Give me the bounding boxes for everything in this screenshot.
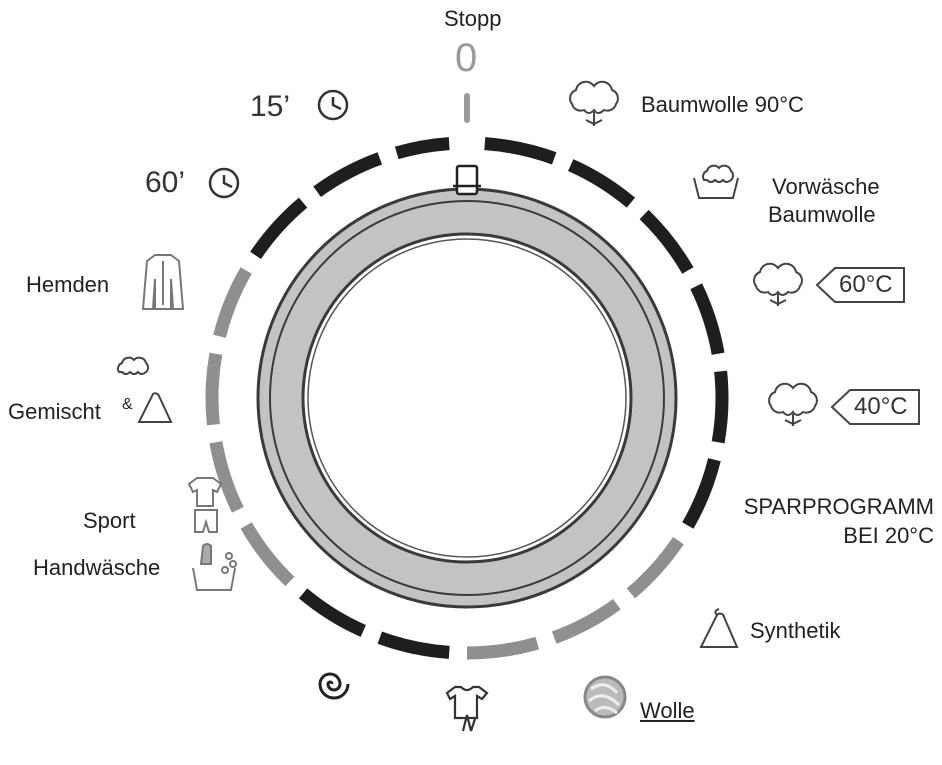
dial-segment[interactable]	[205, 352, 223, 426]
program-quick-60[interactable]: 60’	[145, 166, 186, 199]
prewash-cotton-icon	[693, 164, 739, 199]
dial-segment[interactable]	[626, 536, 684, 599]
spin-icon	[318, 672, 350, 700]
dial-inner-face[interactable]	[301, 232, 633, 564]
cotton-icon	[753, 262, 803, 306]
cotton-icon	[569, 80, 619, 126]
dial-segment[interactable]	[466, 636, 540, 660]
mixed-ampersand: &	[122, 396, 133, 413]
program-shirts[interactable]: Hemden	[26, 272, 110, 297]
program-cotton-90[interactable]: Baumwolle 90°C	[641, 92, 804, 117]
dial-pointer	[453, 164, 481, 196]
program-quick-15[interactable]: 15’	[250, 90, 291, 123]
rinse-icon	[445, 685, 489, 732]
dial-segment[interactable]	[250, 197, 308, 260]
stop-value: 0	[455, 36, 478, 80]
dial-segment[interactable]	[209, 441, 244, 513]
dial-segment[interactable]	[240, 522, 295, 587]
clock-icon	[208, 167, 240, 199]
program-eco-line1[interactable]: SPARPROGRAMM	[743, 494, 934, 519]
program-mixed[interactable]: Gemischt	[8, 399, 101, 424]
synthetic-icon	[699, 608, 739, 648]
dial-segment[interactable]	[484, 137, 557, 165]
shirt-icon	[141, 254, 185, 310]
mixed-icon	[116, 356, 173, 423]
program-synthetic[interactable]: Synthetik	[750, 618, 841, 643]
stop-label: Stopp	[444, 6, 502, 31]
cotton-icon	[768, 382, 818, 426]
sport-icon	[187, 477, 223, 533]
dial-segment[interactable]	[639, 209, 694, 274]
dial-segment[interactable]	[682, 458, 721, 529]
program-prewash-line2[interactable]: Baumwolle	[768, 202, 876, 227]
dial-segment[interactable]	[313, 152, 383, 198]
program-cotton-60-tag[interactable]: 60°C	[815, 266, 907, 304]
dial-segment[interactable]	[377, 631, 450, 659]
program-prewash-line1[interactable]: Vorwäsche	[772, 174, 880, 199]
program-cotton-40-tag[interactable]: 40°C	[830, 388, 922, 426]
wool-icon	[583, 675, 627, 719]
cotton-40-temp: 40°C	[854, 393, 908, 420]
program-wool[interactable]: Wolle	[640, 698, 695, 723]
clock-icon	[317, 89, 349, 121]
program-sport[interactable]: Sport	[83, 508, 136, 533]
dial-segment[interactable]	[394, 137, 450, 160]
dial-segment[interactable]	[213, 267, 252, 338]
dial-segment[interactable]	[551, 598, 621, 644]
dial-segment[interactable]	[568, 159, 636, 208]
temperature-tag-icon	[815, 267, 905, 303]
program-handwash[interactable]: Handwäsche	[33, 555, 161, 580]
dial-segment[interactable]	[711, 370, 729, 444]
program-eco-line2[interactable]: BEI 20°C	[843, 523, 934, 548]
dial-ring-line	[269, 200, 665, 596]
dial-segment[interactable]	[690, 283, 725, 355]
dial-segment[interactable]	[298, 588, 366, 637]
program-segments	[205, 137, 729, 660]
cotton-60-temp: 60°C	[839, 271, 893, 298]
dial-inner-line	[307, 238, 627, 558]
temperature-tag-icon	[830, 389, 920, 425]
handwash-icon	[192, 543, 237, 591]
